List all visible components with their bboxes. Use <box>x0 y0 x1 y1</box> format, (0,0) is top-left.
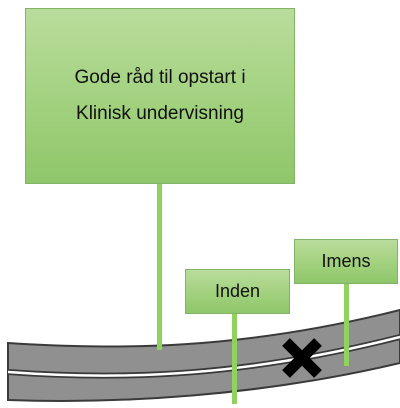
before-pole <box>232 314 237 404</box>
x-mark-stroke-2 <box>282 338 322 378</box>
main-title-box: Gode råd til opstart i Klinisk undervisn… <box>25 8 295 184</box>
main-title-text: Gode råd til opstart i Klinisk undervisn… <box>74 60 245 132</box>
main-title-line2: Klinisk undervisning <box>76 103 244 124</box>
during-box: Imens <box>294 239 398 284</box>
main-box-pole <box>157 184 162 350</box>
x-mark-icon <box>282 338 322 378</box>
before-box: Inden <box>185 269 290 314</box>
main-title-line1: Gode råd til opstart i <box>74 67 246 88</box>
before-label: Inden <box>214 281 261 301</box>
road-surface <box>7 308 400 402</box>
road-center-stripe <box>7 335 400 377</box>
during-pole <box>344 284 349 366</box>
during-label: Imens <box>321 251 371 271</box>
